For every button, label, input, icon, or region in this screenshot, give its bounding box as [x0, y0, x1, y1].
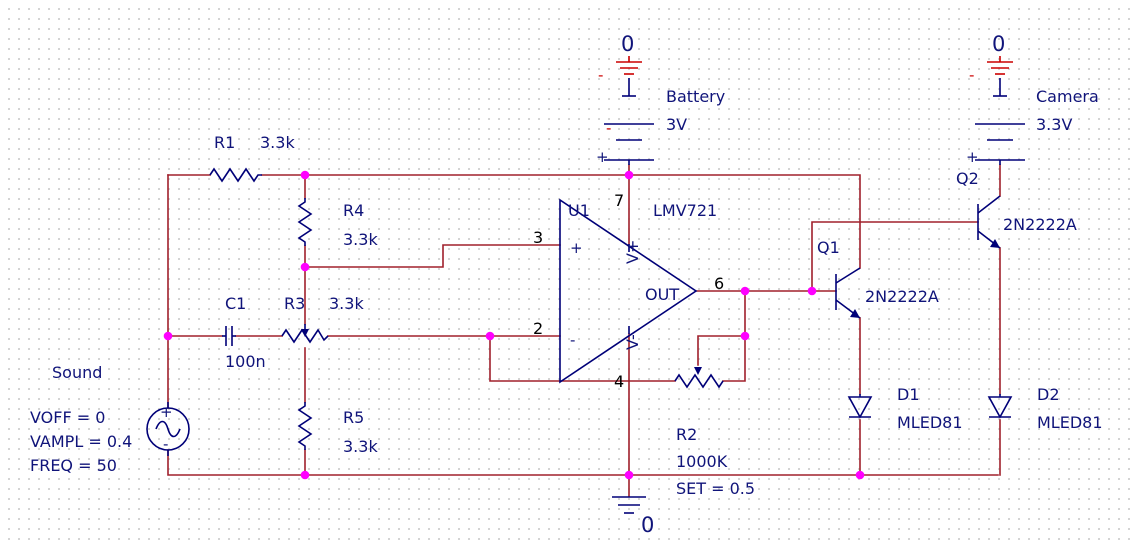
resistor-r4[interactable]: R4 3.3k	[297, 198, 378, 249]
junction-dots	[163, 170, 865, 480]
u1-out-label: OUT	[645, 285, 679, 304]
camera-source[interactable]: - + 0 Camera 3.3V	[966, 32, 1099, 166]
transistor-q1[interactable]: Q1 2N2222A	[817, 238, 939, 319]
d2-ref-label: D2	[1037, 385, 1060, 404]
capacitor-c1[interactable]: C1 100n	[222, 294, 266, 371]
u1-ref-label: U1	[568, 201, 590, 220]
d1-part-label: MLED81	[897, 413, 963, 432]
q2-part-label: 2N2222A	[1003, 215, 1077, 234]
camera-name-label: Camera	[1036, 87, 1099, 106]
camera-ground-minus-sign: -	[969, 66, 974, 84]
ground-net-label: 0	[641, 513, 654, 537]
q1-part-label: 2N2222A	[865, 287, 939, 306]
r5-ref-label: R5	[343, 408, 364, 427]
d2-part-label: MLED81	[1037, 413, 1103, 432]
r2-value-label: 1000K	[676, 452, 728, 471]
battery-value-label: 3V	[666, 115, 687, 134]
sound-source[interactable]: + - Sound VOFF = 0 VAMPL = 0.4 FREQ = 50	[30, 363, 190, 475]
r2-set-label: SET = 0.5	[676, 479, 755, 498]
opamp-u1[interactable]: + - V+ V- OUT U1 LMV721 3 2 7 4 6	[533, 191, 724, 391]
u1-part-label: LMV721	[653, 201, 717, 220]
c1-value-label: 100n	[225, 352, 266, 371]
u1-vplus-label: V+	[623, 240, 642, 264]
potentiometer-r2[interactable]: R2 1000K SET = 0.5	[674, 367, 755, 498]
sound-voff-label: VOFF = 0	[30, 408, 105, 427]
u1-minus-input-sign: -	[570, 331, 575, 349]
u1-vminus-label: V-	[623, 334, 642, 350]
u1-plus-input-sign: +	[570, 239, 583, 257]
resistor-r1[interactable]: R1 3.3k	[209, 133, 295, 183]
d1-ref-label: D1	[897, 385, 920, 404]
battery-ground-minus-sign: -	[598, 66, 603, 84]
r1-ref-label: R1	[214, 133, 235, 152]
c1-ref-label: C1	[225, 294, 246, 313]
ground-symbol: 0	[612, 496, 654, 537]
r4-value-label: 3.3k	[343, 230, 378, 249]
r1-value-label: 3.3k	[260, 133, 295, 152]
battery-ground-net-label: 0	[621, 32, 634, 56]
q1-ref-label: Q1	[817, 238, 840, 257]
pin-2-label: 2	[533, 319, 543, 338]
sound-freq-label: FREQ = 50	[30, 456, 117, 475]
pin-3-label: 3	[533, 228, 543, 247]
r4-ref-label: R4	[343, 201, 364, 220]
resistor-r5[interactable]: R5 3.3k	[297, 402, 378, 456]
led-d2[interactable]: D2 MLED81	[987, 385, 1103, 432]
battery-source[interactable]: - - + 0 Battery 3V	[596, 32, 725, 166]
camera-plus-sign: +	[966, 148, 979, 166]
sound-name-label: Sound	[52, 363, 102, 382]
sound-minus-sign: -	[163, 435, 168, 453]
wires	[167, 164, 1001, 497]
potentiometer-r3[interactable]: R3 3.3k	[281, 294, 364, 344]
battery-plus-sign: +	[596, 148, 609, 166]
r2-ref-label: R2	[676, 425, 697, 444]
pin-4-label: 4	[614, 372, 624, 391]
sound-vampl-label: VAMPL = 0.4	[30, 432, 132, 451]
r3-value-label: 3.3k	[329, 294, 364, 313]
camera-value-label: 3.3V	[1036, 115, 1072, 134]
pin-6-label: 6	[714, 274, 724, 293]
transistor-q2[interactable]: Q2 2N2222A	[956, 169, 1077, 249]
led-d1[interactable]: D1 MLED81	[847, 385, 963, 432]
sound-plus-sign: +	[160, 403, 173, 421]
camera-ground-net-label: 0	[992, 32, 1005, 56]
battery-name-label: Battery	[666, 87, 725, 106]
r3-ref-label: R3	[284, 294, 305, 313]
battery-minus-sign: -	[606, 119, 611, 137]
q2-ref-label: Q2	[956, 169, 979, 188]
r5-value-label: 3.3k	[343, 437, 378, 456]
pin-7-label: 7	[614, 191, 624, 210]
